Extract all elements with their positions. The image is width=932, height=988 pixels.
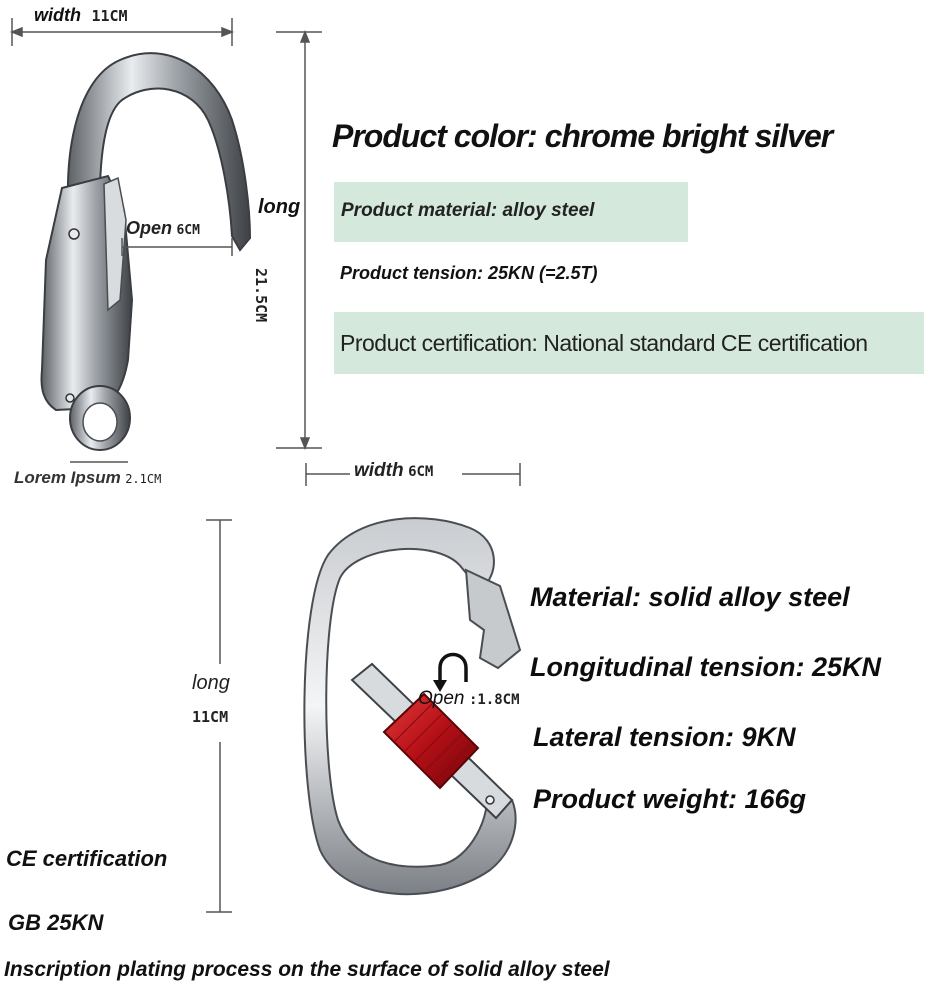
- snap-hook-drawing: [40, 52, 252, 451]
- carabiner-width-label: width 6CM: [354, 460, 433, 482]
- spec-solid-material: Material: solid alloy steel: [530, 582, 850, 612]
- carabiner-long-label: long: [192, 672, 230, 694]
- ce-certification: CE certification: [6, 846, 168, 871]
- carabiner-open-label: Open :1.8CM: [418, 688, 520, 710]
- hook-open-label: Open 6CM: [126, 218, 200, 239]
- hook-open-value: 6CM: [176, 223, 200, 238]
- spec-certification: Product certification: National standard…: [340, 330, 868, 356]
- ring-value: 2.1CM: [125, 472, 162, 486]
- carabiner-drawing: [303, 517, 522, 896]
- spec-material: Product material: alloy steel: [341, 200, 595, 221]
- spec-material-highlight: [334, 182, 688, 242]
- spec-longitudinal-tension: Longitudinal tension: 25KN: [530, 652, 881, 682]
- gb-rating: GB 25KN: [8, 910, 104, 935]
- carabiner-open-label-text: Open: [418, 688, 465, 709]
- carabiner-open-value: :1.8CM: [468, 692, 520, 708]
- carabiner-long-value: 11CM: [192, 708, 229, 726]
- carabiner-width-dimension-line: [305, 463, 521, 486]
- hook-long-dimension-line: [276, 29, 322, 451]
- spec-product-weight: Product weight: 166g: [533, 784, 807, 814]
- carabiner-width-value: 6CM: [408, 464, 434, 480]
- open-arrow-icon: [433, 652, 468, 692]
- ring-label: Lorem Ipsum 2.1CM: [14, 468, 161, 488]
- hook-width-label-text: width: [34, 5, 81, 25]
- ring-label-text: Lorem Ipsum: [14, 468, 121, 487]
- hook-long-value: 21.5CM: [252, 268, 270, 323]
- hook-long-label: long: [258, 196, 301, 218]
- hook-width-value: 11CM: [91, 7, 128, 25]
- hook-width-label: width 11CM: [34, 5, 128, 26]
- inscription-note: Inscription plating process on the surfa…: [4, 958, 610, 981]
- hook-open-label-text: Open: [126, 218, 173, 238]
- spec-lateral-tension: Lateral tension: 9KN: [533, 722, 796, 752]
- spec-color: Product color: chrome bright silver: [332, 118, 833, 154]
- hook-width-dimension-line: [9, 18, 235, 46]
- hook-open-line: [121, 238, 233, 256]
- spec-tension: Product tension: 25KN (=2.5T): [340, 263, 598, 283]
- carabiner-width-label-text: width: [354, 460, 404, 481]
- carabiner-long-dimension-line: [206, 519, 232, 913]
- spec-certification-highlight: [334, 312, 924, 374]
